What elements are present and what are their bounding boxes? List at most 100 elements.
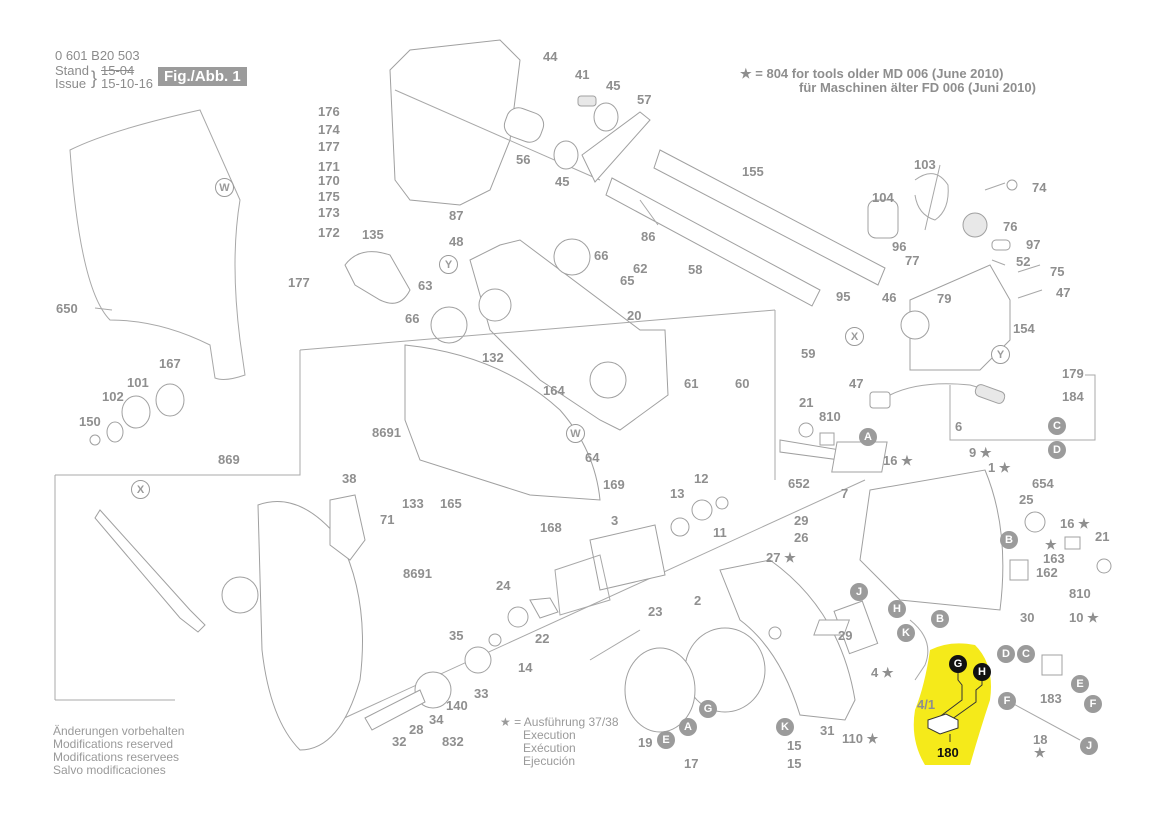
part-label[interactable]: 2: [694, 593, 702, 608]
part-label[interactable]: 14: [518, 660, 533, 675]
part-label[interactable]: 63: [418, 278, 433, 293]
part-label[interactable]: 8691: [372, 425, 401, 440]
part-label[interactable]: 164: [543, 383, 565, 398]
part-label[interactable]: 87: [449, 208, 464, 223]
part-label[interactable]: 35: [449, 628, 464, 643]
part-label[interactable]: 29: [794, 513, 809, 528]
part-label[interactable]: 27 ★: [766, 550, 796, 565]
part-label[interactable]: 23: [648, 604, 663, 619]
part-label[interactable]: 162: [1036, 565, 1058, 580]
part-label[interactable]: 176: [318, 104, 340, 119]
part-label[interactable]: 103: [914, 157, 936, 172]
part-label[interactable]: 170: [318, 173, 340, 188]
part-label[interactable]: 104: [872, 190, 894, 205]
part-label[interactable]: 25: [1019, 492, 1034, 507]
part-label[interactable]: 652: [788, 476, 810, 491]
part-label[interactable]: 26: [794, 530, 809, 545]
part-label[interactable]: 810: [819, 409, 841, 424]
part-label[interactable]: 31: [820, 723, 835, 738]
part-label[interactable]: 7: [841, 486, 849, 501]
part-label[interactable]: 154: [1013, 321, 1035, 336]
part-label[interactable]: 59: [801, 346, 816, 361]
part-label[interactable]: 47: [1056, 285, 1071, 300]
part-label[interactable]: 12: [694, 471, 709, 486]
part-label[interactable]: 24: [496, 578, 511, 593]
part-label[interactable]: 101: [127, 375, 149, 390]
part-label[interactable]: 57: [637, 92, 652, 107]
part-label[interactable]: 22: [535, 631, 550, 646]
part-label[interactable]: 21: [799, 395, 814, 410]
part-label[interactable]: 18: [1033, 732, 1048, 747]
part-label[interactable]: 650: [56, 301, 78, 316]
part-label[interactable]: 832: [442, 734, 464, 749]
part-label[interactable]: 133: [402, 496, 424, 511]
part-label[interactable]: 173: [318, 205, 340, 220]
part-label[interactable]: 79: [937, 291, 952, 306]
part-label[interactable]: 66: [405, 311, 420, 326]
part-label[interactable]: 32: [392, 734, 407, 749]
part-label[interactable]: 175: [318, 189, 340, 204]
part-label[interactable]: 172: [318, 225, 340, 240]
part-label[interactable]: 61: [684, 376, 699, 391]
part-label[interactable]: 65: [620, 273, 635, 288]
part-label[interactable]: 28: [409, 722, 424, 737]
part-label[interactable]: 30: [1020, 610, 1035, 625]
part-label[interactable]: 4/1: [917, 697, 936, 712]
part-label[interactable]: 169: [603, 477, 625, 492]
part-label[interactable]: 86: [641, 229, 656, 244]
part-label[interactable]: 3: [611, 513, 619, 528]
part-label[interactable]: 16 ★: [1060, 516, 1090, 531]
part-label[interactable]: 48: [449, 234, 464, 249]
part-label[interactable]: 38: [342, 471, 357, 486]
part-label[interactable]: 150: [79, 414, 101, 429]
part-label[interactable]: 33: [474, 686, 489, 701]
part-label[interactable]: 6: [955, 419, 963, 434]
part-label[interactable]: 140: [446, 698, 468, 713]
part-label[interactable]: 52: [1016, 254, 1031, 269]
part-label[interactable]: 34: [429, 712, 444, 727]
part-label[interactable]: 21: [1095, 529, 1110, 544]
part-label[interactable]: 155: [742, 164, 764, 179]
part-label[interactable]: 15: [787, 738, 802, 753]
part-label[interactable]: 19: [638, 735, 653, 750]
part-label[interactable]: 10 ★: [1069, 610, 1099, 625]
part-label[interactable]: 45: [555, 174, 570, 189]
part-label[interactable]: 9 ★: [969, 445, 992, 460]
part-label[interactable]: 74: [1032, 180, 1047, 195]
part-label[interactable]: 177: [318, 139, 340, 154]
part-label[interactable]: 179: [1062, 366, 1084, 381]
part-label[interactable]: 15: [787, 756, 802, 771]
part-label[interactable]: 163: [1043, 551, 1065, 566]
part-label[interactable]: 56: [516, 152, 531, 167]
part-label[interactable]: 97: [1026, 237, 1041, 252]
part-label[interactable]: 66: [594, 248, 609, 263]
part-label[interactable]: 165: [440, 496, 462, 511]
part-label[interactable]: 810: [1069, 586, 1091, 601]
part-label[interactable]: 60: [735, 376, 750, 391]
part-label[interactable]: 102: [102, 389, 124, 404]
part-label[interactable]: 45: [606, 78, 621, 93]
part-label[interactable]: 58: [688, 262, 703, 277]
part-label[interactable]: 29: [838, 628, 853, 643]
part-label[interactable]: 41: [575, 67, 590, 82]
part-label[interactable]: 75: [1050, 264, 1065, 279]
part-label[interactable]: 46: [882, 290, 897, 305]
part-label[interactable]: 71: [380, 512, 395, 527]
part-label[interactable]: 11: [713, 525, 727, 540]
part-label[interactable]: 96: [892, 239, 907, 254]
part-label[interactable]: 654: [1032, 476, 1054, 491]
part-label[interactable]: 110 ★: [842, 731, 879, 746]
part-label[interactable]: 47: [849, 376, 864, 391]
part-label[interactable]: 20: [627, 308, 642, 323]
part-label[interactable]: 95: [836, 289, 851, 304]
part-label[interactable]: 184: [1062, 389, 1084, 404]
part-label[interactable]: 62: [633, 261, 648, 276]
part-label[interactable]: 177: [288, 275, 310, 290]
part-label[interactable]: 4 ★: [871, 665, 894, 680]
part-label[interactable]: 135: [362, 227, 384, 242]
part-label[interactable]: 168: [540, 520, 562, 535]
part-label[interactable]: 16 ★: [883, 453, 913, 468]
part-label[interactable]: 1 ★: [988, 460, 1011, 475]
part-label[interactable]: 132: [482, 350, 504, 365]
part-label[interactable]: 64: [585, 450, 600, 465]
